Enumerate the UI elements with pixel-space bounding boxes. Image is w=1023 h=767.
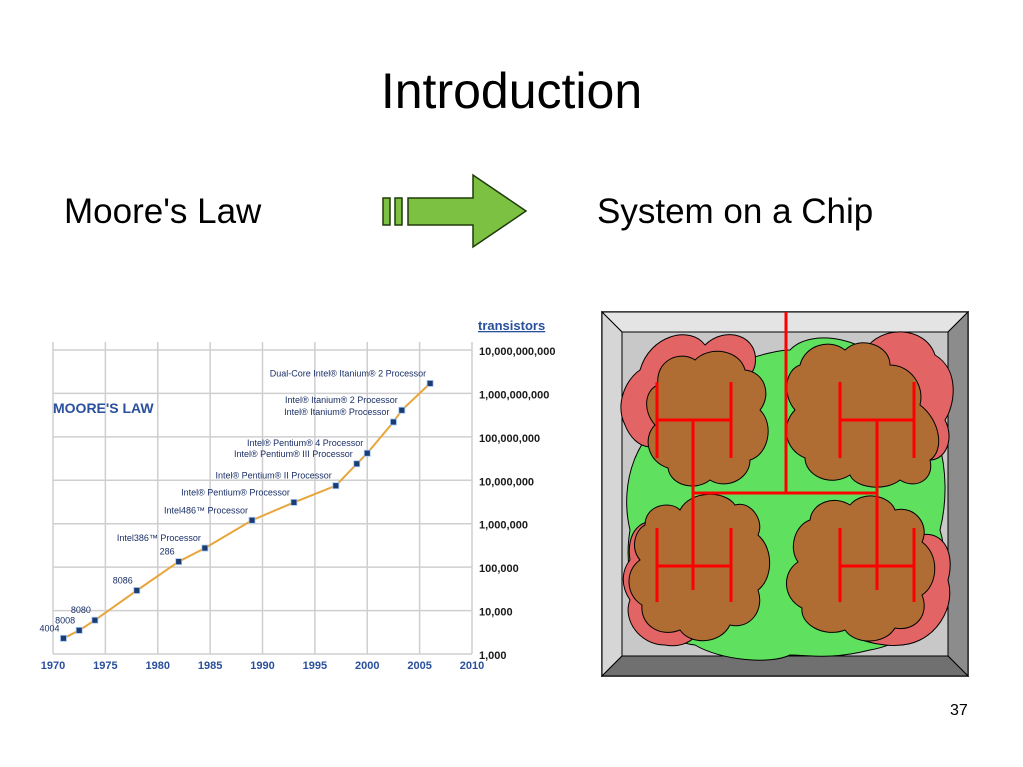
data-point (60, 634, 67, 642)
point-label: 8008 (55, 615, 75, 625)
data-point (353, 460, 361, 468)
x-tick-label: 2010 (460, 660, 484, 672)
y-axis-title: transistors (478, 318, 545, 333)
chart-title: MOORE'S LAW (53, 400, 154, 416)
chip-bevel-right (947, 310, 969, 678)
moores-law-chart: MOORE'S LAW transistors 10,000,000,000 1,… (39, 318, 555, 672)
chart-grid (52, 342, 473, 655)
x-tick-label: 2005 (407, 660, 431, 672)
y-tick-label: 1,000,000,000 (479, 389, 549, 401)
x-tick-label: 1995 (303, 660, 327, 672)
trend-line (63, 382, 431, 640)
point-label: 8086 (113, 575, 133, 585)
y-tick-label: 1,000 (479, 650, 507, 662)
point-label: Intel® Pentium® II Processor (216, 471, 332, 481)
data-point (175, 558, 183, 566)
point-label: 8080 (71, 605, 91, 615)
y-tick-label: 10,000,000 (479, 476, 534, 488)
point-label: Intel® Pentium® Processor (181, 487, 290, 497)
data-point (332, 482, 340, 490)
system-on-chip-diagram (600, 310, 970, 678)
point-label: Intel® Pentium® 4 Processor (247, 438, 363, 448)
y-tick-label: 100,000 (479, 563, 519, 575)
data-point (133, 587, 141, 594)
data-point (363, 449, 371, 457)
core-bottom-right (786, 495, 936, 642)
system-on-chip-label: System on a Chip (597, 192, 874, 231)
data-point (398, 406, 406, 414)
point-label: Dual-Core Intel® Itanium® 2 Processor (270, 368, 426, 378)
data-point (248, 516, 256, 524)
slide-title: Introduction (380, 63, 643, 119)
data-point (290, 498, 298, 506)
data-point (426, 380, 434, 387)
arrow-bar-2 (394, 197, 403, 226)
y-tick-label: 100,000,000 (479, 433, 540, 445)
core-top-right (785, 342, 940, 488)
moores-law-label: Moore's Law (64, 192, 262, 231)
x-tick-label: 1990 (250, 660, 274, 672)
page-number: 37 (950, 702, 968, 719)
x-tick-labels: 1970 1975 1980 1985 1990 1995 2000 2005 2010 (41, 660, 484, 672)
y-tick-label: 1,000,000 (479, 520, 528, 532)
x-tick-label: 1980 (146, 660, 170, 672)
point-label: Intel® Itanium® 2 Processor (285, 395, 398, 405)
x-tick-label: 1975 (93, 660, 117, 672)
data-point (91, 616, 99, 624)
chip-bevel-bottom (600, 655, 970, 677)
point-label: Intel386™ Processor (117, 533, 201, 543)
data-point (75, 626, 83, 634)
clock-tree-wires (655, 312, 916, 602)
y-tick-labels: 10,000,000,000 1,000,000,000 100,000,000 10… (479, 346, 555, 662)
data-point (201, 544, 209, 552)
x-tick-label: 1985 (198, 660, 222, 672)
right-arrow-icon (382, 173, 528, 249)
point-label: 286 (160, 547, 175, 557)
x-tick-label: 1970 (41, 660, 65, 672)
y-tick-label: 10,000,000,000 (479, 346, 555, 358)
point-label: 4004 (39, 623, 59, 633)
y-tick-label: 10,000 (479, 607, 513, 619)
x-tick-label: 2000 (355, 660, 379, 672)
point-label: Intel® Itanium® Processor (284, 407, 389, 417)
chip-bevel-left (601, 310, 623, 678)
point-label: Intel® Pentium® III Processor (234, 449, 353, 459)
data-point (390, 418, 397, 426)
data-points (60, 380, 434, 642)
arrow-body (407, 173, 528, 249)
arrow-bar-1 (382, 197, 391, 226)
point-label: Intel486™ Processor (164, 505, 248, 515)
